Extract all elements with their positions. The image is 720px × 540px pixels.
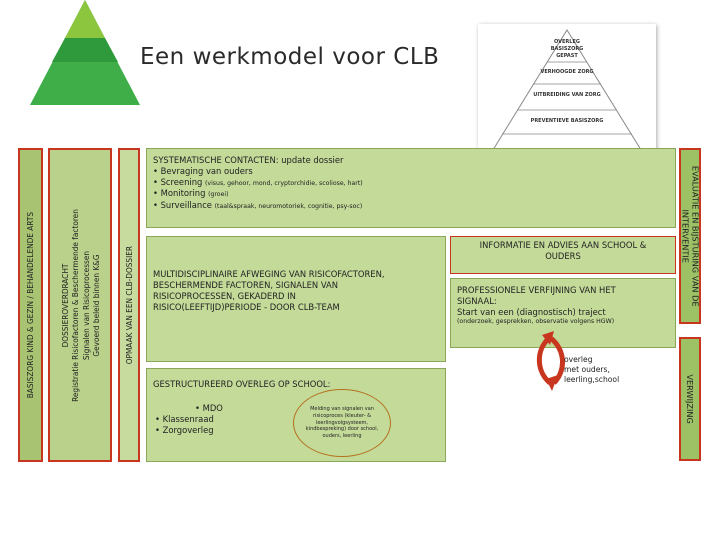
evaluatie-line-2: INTERVENTIE <box>680 209 690 263</box>
bar-basiszorg: BASISZORG KIND & GEZIN / BEHANDELENDE AR… <box>18 148 43 462</box>
panel1-bullet-4-detail: (taal&spraak, neuromotoriek, cognitie, p… <box>214 202 363 210</box>
panel2-line-4: RISICO(LEEFTIJD)PERIODE - DOOR CLB-TEAM <box>153 302 340 313</box>
panel4-line-1: INFORMATIE EN ADVIES AAN SCHOOL & <box>479 240 647 250</box>
panel-professionele-verfijning: PROFESSIONELE VERFIJNING VAN HET SIGNAAL… <box>450 278 676 348</box>
bar-verwijzing: VERWIJZING <box>679 337 701 461</box>
dossier-line-3: Signalen van Risicoprocessen <box>80 250 90 360</box>
panel1-bullet-3: • Monitoring (groei) <box>153 188 363 199</box>
melding-line-1: Melding van signalen van <box>310 406 374 413</box>
bar-verwijzing-label: VERWIJZING <box>685 374 696 424</box>
panel3-heading: GESTRUCTUREERD OVERLEG OP SCHOOL: <box>153 379 331 389</box>
panel1-heading: SYSTEMATISCHE CONTACTEN: update dossier <box>153 155 344 165</box>
panel1-bullet-2-detail: (visus, gehoor, mond, cryptorchidie, sco… <box>205 180 363 188</box>
bar-dossieroverdracht: DOSSIEROVERDRACHT Registratie Risicofact… <box>48 148 112 462</box>
panel-systematische-contacten: SYSTEMATISCHE CONTACTEN: update dossier … <box>146 148 676 228</box>
panel1-bullet-3-main: • Monitoring <box>153 188 209 199</box>
overleg-label: overleg met ouders, leerling,school <box>564 355 619 385</box>
bar-clb-dossier-label: OPMAAK VAN EEN CLB-DOSSIER <box>123 245 134 365</box>
pyramid-label-uitbreiding: UITBREIDING VAN ZORG <box>533 92 601 98</box>
bar-evaluatie-text: EVALUATIE EN BIJSTURING VAN DE INTERVENT… <box>680 165 701 307</box>
panel-informatie-advies: INFORMATIE EN ADVIES AAN SCHOOL & OUDERS <box>450 236 676 274</box>
pyramid-label-overleg: OVERLEG <box>554 39 580 45</box>
panel1-bullet-3-detail: (groei) <box>208 191 229 199</box>
melding-line-2: risicoproces (kleuter- & <box>313 412 371 419</box>
panel2-line-3: RISICOPROCESSEN, GEKADERD IN <box>153 291 296 302</box>
panel1-bullet-4: • Surveillance (taal&spraak, neuromotori… <box>153 200 363 211</box>
overleg-line-1: overleg <box>564 355 593 364</box>
melding-line-3: leerlingvolgsysteem, <box>315 419 369 426</box>
panel3-bullet-mdo: • MDO <box>195 403 223 413</box>
panel5-line-4: (onderzoek, gesprekken, observatie volge… <box>457 318 615 326</box>
panel2-line-2: BESCHERMENDE FACTOREN, SIGNALEN VAN <box>153 280 339 291</box>
panel5-line-2: SIGNAAL: <box>457 296 497 307</box>
panel3-bullet-klassenraad: • Klassenraad <box>155 414 214 425</box>
panel2-line-1: MULTIDISCIPLINAIRE AFWEGING VAN RISICOFA… <box>153 269 385 279</box>
panel4-line-2: OUDERS <box>545 251 581 262</box>
melding-oval: Melding van signalen van risicoproces (k… <box>293 389 391 457</box>
pyramid-label-basiszorg: BASISZORG <box>550 46 584 52</box>
panel3-bullet-zorgoverleg: • Zorgoverleg <box>155 425 214 436</box>
melding-line-4: kindbespreking) door school, <box>305 426 379 433</box>
dossier-line-4: Gevoerd beleid binnen K&G <box>90 253 101 357</box>
panel5-line-3: Start van een (diagnostisch) traject <box>457 307 606 318</box>
pyramid-label-gepast: GEPAST <box>556 53 578 59</box>
panel1-bullet-2-main: • Screening <box>153 177 206 188</box>
panel1-bullet-4-main: • Surveillance <box>153 199 215 210</box>
pyramid-thumbnail: OVERLEG BASISZORG GEPAST VERHOOGDE ZORG … <box>478 24 656 162</box>
bar-basiszorg-label: BASISZORG KIND & GEZIN / BEHANDELENDE AR… <box>25 211 36 399</box>
overleg-line-3: leerling,school <box>564 374 620 384</box>
bar-evaluatie: EVALUATIE EN BIJSTURING VAN DE INTERVENT… <box>679 148 701 324</box>
logo-pyramid <box>30 0 140 105</box>
pyramid-label-verhoogde-zorg: VERHOOGDE ZORG <box>540 69 594 75</box>
melding-line-5: ouders, leerling <box>322 433 362 440</box>
bar-dossieroverdracht-text: DOSSIEROVERDRACHT Registratie Risicofact… <box>60 209 101 402</box>
evaluatie-line-1: EVALUATIE EN BIJSTURING VAN DE <box>690 165 701 307</box>
cycle-arrows-icon <box>536 331 565 391</box>
panel1-bullet-2: • Screening (visus, gehoor, mond, crypto… <box>153 177 363 188</box>
panel-multidisciplinaire-afweging: MULTIDISCIPLINAIRE AFWEGING VAN RISICOFA… <box>146 236 446 362</box>
panel5-line-1: PROFESSIONELE VERFIJNING VAN HET <box>457 285 616 295</box>
panel1-bullet-1: • Bevraging van ouders <box>153 166 253 177</box>
pyramid-label-preventieve: PREVENTIEVE BASISZORG <box>530 118 604 124</box>
dossier-heading: DOSSIEROVERDRACHT <box>59 263 70 347</box>
bar-clb-dossier: OPMAAK VAN EEN CLB-DOSSIER <box>118 148 140 462</box>
panel-gestructureerd-overleg: GESTRUCTUREERD OVERLEG OP SCHOOL: • MDO … <box>146 368 446 462</box>
dossier-line-2: Registratie Risicofactoren & Beschermend… <box>69 208 80 402</box>
overleg-line-2: met ouders, <box>564 364 610 374</box>
page-title: Een werkmodel voor CLB <box>140 44 440 70</box>
